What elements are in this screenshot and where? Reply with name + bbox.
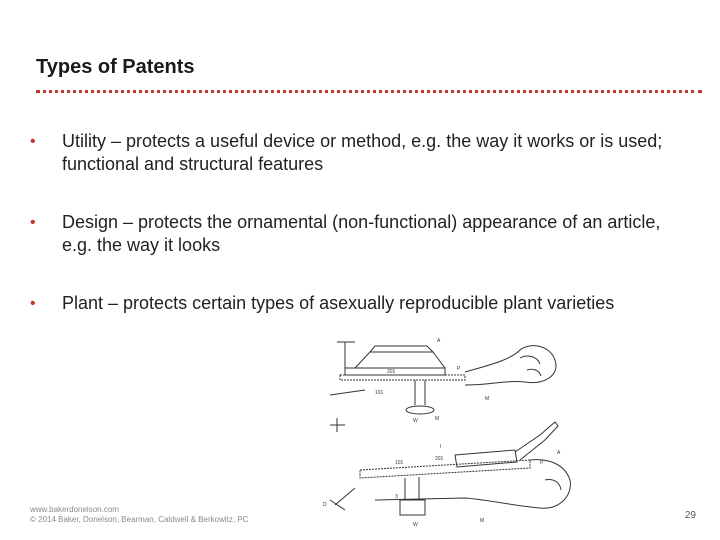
bullet-marker: • — [30, 295, 36, 312]
figure-top — [329, 341, 557, 432]
figure-label: M — [480, 518, 484, 524]
figure-label: 101 — [375, 390, 384, 396]
figure-label: 3 — [395, 494, 398, 500]
page-number: 29 — [684, 510, 696, 521]
slide-title: Types of Patents — [36, 56, 195, 78]
figure-label: A — [437, 338, 441, 344]
figure-label: A — [557, 450, 561, 456]
figure-label: M — [435, 416, 439, 422]
figure-label: M — [485, 396, 489, 402]
bullet-text: Design – protects the ornamental (non-fu… — [62, 212, 661, 255]
figure-label: 101 — [395, 460, 404, 466]
figure-label: W — [413, 418, 418, 424]
bullet-list: • Utility – protects a useful device or … — [30, 130, 680, 350]
bullet-utility: • Utility – protects a useful device or … — [30, 130, 680, 176]
figure-label: W — [413, 522, 418, 528]
bullet-design: • Design – protects the ornamental (non-… — [30, 211, 680, 257]
bullet-text: Utility – protects a useful device or me… — [62, 131, 663, 174]
footer-left: www.bakerdonelson.com © 2014 Baker, Done… — [30, 505, 248, 525]
figure-label: P — [540, 460, 544, 466]
title-divider — [36, 90, 702, 93]
figure-bottom — [329, 421, 571, 516]
bullet-text: Plant – protects certain types of asexua… — [62, 293, 615, 313]
footer-website: www.bakerdonelson.com — [30, 505, 119, 514]
figure-label: P — [457, 366, 461, 372]
figure-label: 201 — [435, 456, 444, 462]
patent-drawing-illustration: A P 201 101 W M M I A P 101 201 3 W M D — [323, 338, 571, 528]
footer-copyright: © 2014 Baker, Donelson, Bearman, Caldwel… — [30, 515, 249, 524]
bullet-marker: • — [30, 133, 36, 150]
figure-label: 201 — [387, 369, 396, 375]
bullet-plant: • Plant – protects certain types of asex… — [30, 292, 680, 315]
figure-label: D — [323, 502, 327, 508]
figure-label: I — [440, 444, 441, 450]
bullet-marker: • — [30, 214, 36, 231]
